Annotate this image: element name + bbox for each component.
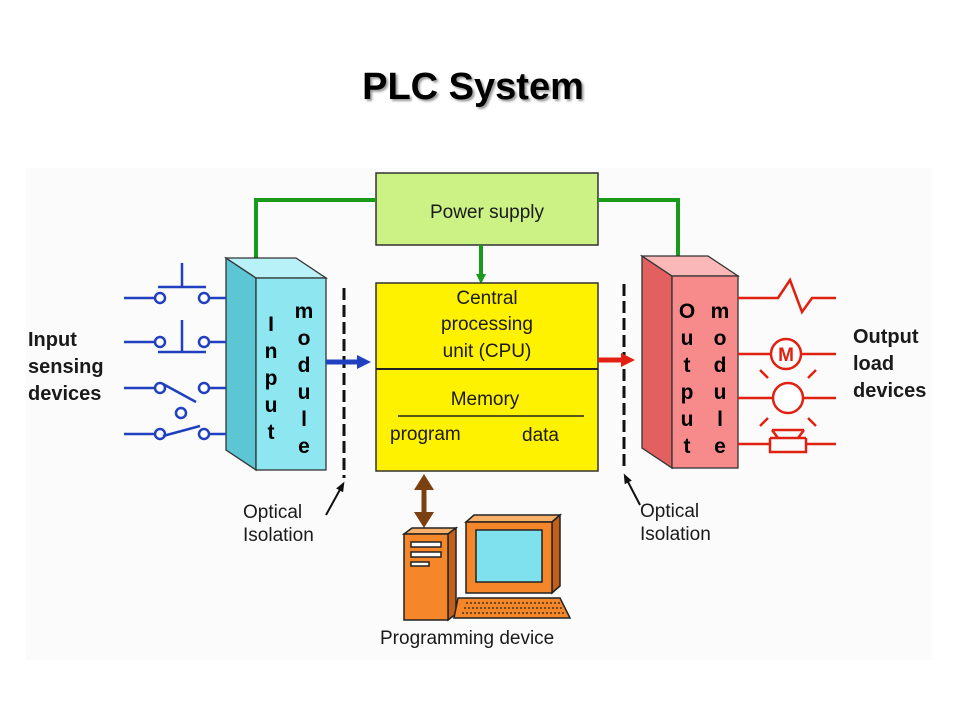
module-letter: u xyxy=(298,381,311,404)
optical-left-line2: Isolation xyxy=(243,525,314,546)
module-letter: d xyxy=(714,354,727,377)
output-module: O u t p u t m o d u l e xyxy=(639,254,741,470)
lamp-icon xyxy=(738,369,836,427)
output-letter: u xyxy=(681,408,694,431)
output-devices-label-line2: load xyxy=(853,353,894,375)
cpu-label-line1: Central xyxy=(456,288,517,309)
memory-data-label: data xyxy=(522,425,559,446)
input-letter: p xyxy=(265,367,278,390)
optical-right-line1: Optical xyxy=(640,501,699,522)
cpu-box: Central processing unit (CPU) Memory pro… xyxy=(375,282,599,472)
output-letter: u xyxy=(681,327,694,350)
page-title: PLC System xyxy=(362,66,584,108)
output-devices-label-line3: devices xyxy=(853,380,926,402)
module-letter: o xyxy=(298,327,311,350)
cpu-label-line2: processing xyxy=(441,314,533,335)
power-supply-label: Power supply xyxy=(430,202,545,223)
optical-right-line2: Isolation xyxy=(640,524,711,545)
programming-device-computer xyxy=(401,513,572,622)
input-switches xyxy=(124,263,226,441)
output-loads: M xyxy=(738,277,836,454)
module-letter: m xyxy=(711,300,730,323)
output-devices-label-line1: Output xyxy=(853,326,919,348)
motor-symbol: M xyxy=(778,345,794,366)
pushbutton-nc-icon xyxy=(124,320,226,354)
optical-pointer-right xyxy=(623,473,641,506)
module-letter: o xyxy=(714,327,727,350)
module-letter: m xyxy=(295,300,314,323)
module-letter: e xyxy=(714,435,726,458)
input-devices-label-line1: Input xyxy=(28,329,77,351)
output-letter: O xyxy=(679,300,695,323)
memory-program-label: program xyxy=(390,424,461,445)
optical-left-line1: Optical xyxy=(243,502,302,523)
module-letter: u xyxy=(714,381,727,404)
horn-icon xyxy=(738,428,836,454)
input-module: I n p u t m o d u l e xyxy=(223,256,329,472)
heater-resistor-icon xyxy=(738,277,836,315)
output-letter: t xyxy=(684,354,691,377)
module-letter: l xyxy=(717,408,723,431)
output-letter: p xyxy=(681,381,694,404)
programming-device-label: Programming device xyxy=(380,628,554,649)
input-letter: n xyxy=(265,340,278,363)
power-supply-box: Power supply xyxy=(375,172,599,246)
toggle-switch-icon xyxy=(124,424,226,441)
pushbutton-no-icon xyxy=(124,263,226,305)
input-letter: I xyxy=(268,313,274,336)
module-letter: e xyxy=(298,435,310,458)
memory-label: Memory xyxy=(451,389,520,410)
power-lines xyxy=(251,198,683,284)
module-letter: d xyxy=(298,354,311,377)
power-line-output xyxy=(598,198,683,273)
input-letter: u xyxy=(265,394,278,417)
cpu-label-line3: unit (CPU) xyxy=(443,341,532,362)
module-letter: l xyxy=(301,408,307,431)
cpu-programming-link-arrow xyxy=(414,474,434,528)
optical-pointer-left xyxy=(325,481,345,516)
motor-icon: M xyxy=(738,337,836,371)
limit-switch-icon xyxy=(124,381,226,420)
power-line-input xyxy=(251,198,376,273)
input-devices-label-line2: sensing xyxy=(28,356,104,378)
output-letter: t xyxy=(684,435,691,458)
input-letter: t xyxy=(268,421,275,444)
input-devices-label-line3: devices xyxy=(28,383,101,405)
